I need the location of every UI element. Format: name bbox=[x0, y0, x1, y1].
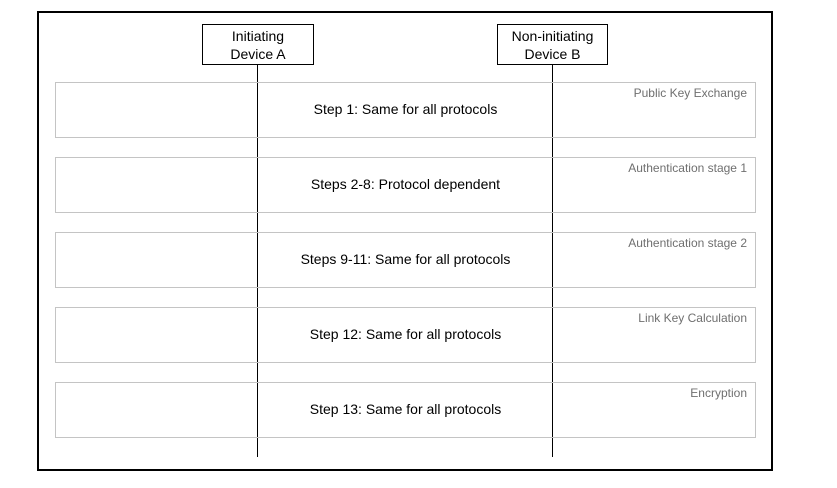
stage-step-text: Step 13: Same for all protocols bbox=[309, 401, 502, 417]
stage-encryption: Step 13: Same for all protocols Encrypti… bbox=[55, 382, 756, 438]
stage-label: Public Key Exchange bbox=[633, 86, 747, 100]
stage-label: Authentication stage 1 bbox=[628, 161, 747, 175]
stage-step-text: Steps 9-11: Same for all protocols bbox=[300, 251, 511, 267]
device-b-line2: Device B bbox=[524, 45, 581, 62]
stage-link-key-calculation: Step 12: Same for all protocols Link Key… bbox=[55, 307, 756, 363]
stage-step-text: Step 12: Same for all protocols bbox=[309, 326, 502, 342]
stage-step-text: Step 1: Same for all protocols bbox=[313, 101, 498, 117]
device-a-lifeline bbox=[257, 64, 258, 457]
stage-label: Encryption bbox=[690, 386, 747, 400]
device-a-line1: Initiating bbox=[231, 27, 285, 44]
stage-step-text: Steps 2-8: Protocol dependent bbox=[310, 176, 501, 192]
stage-authentication-1: Steps 2-8: Protocol dependent Authentica… bbox=[55, 157, 756, 213]
device-a-box: Initiating Device A bbox=[202, 24, 314, 65]
stage-label: Authentication stage 2 bbox=[628, 236, 747, 250]
stage-label: Link Key Calculation bbox=[638, 311, 747, 325]
stage-public-key-exchange: Step 1: Same for all protocols Public Ke… bbox=[55, 82, 756, 138]
device-b-box: Non-initiating Device B bbox=[497, 24, 608, 65]
device-a-line2: Device A bbox=[230, 45, 286, 62]
device-b-line1: Non-initiating bbox=[511, 27, 594, 44]
diagram-frame bbox=[37, 11, 773, 471]
stage-authentication-2: Steps 9-11: Same for all protocols Authe… bbox=[55, 232, 756, 288]
device-b-lifeline bbox=[552, 64, 553, 457]
